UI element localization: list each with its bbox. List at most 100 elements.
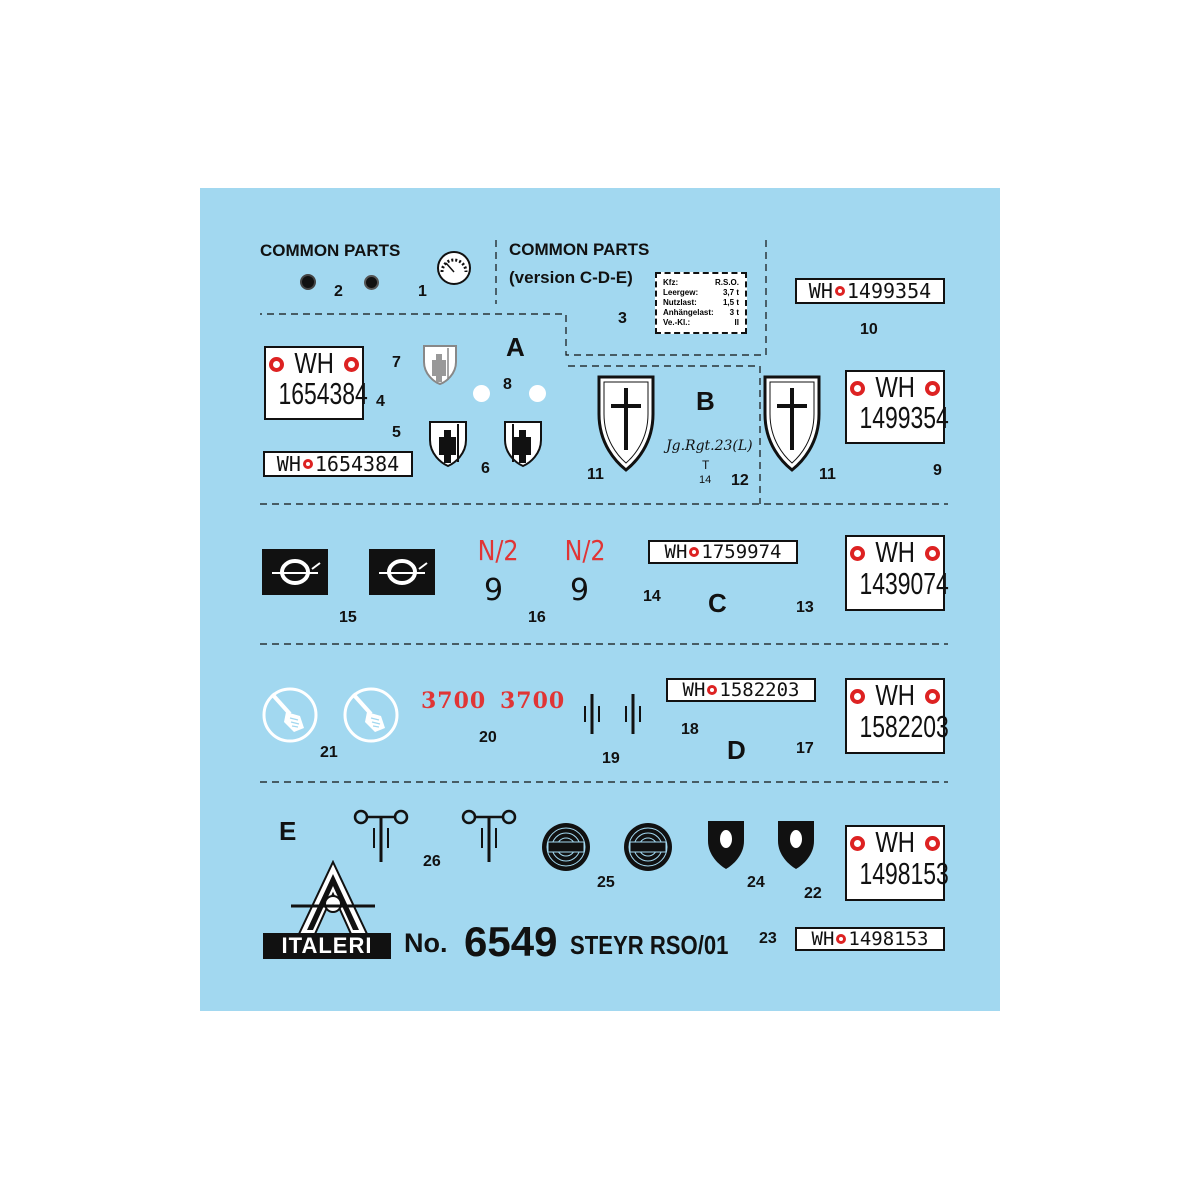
decal-number: 13 xyxy=(796,599,814,616)
tactical-sign-icon xyxy=(584,694,600,734)
data-plate-label: Anhängelast: xyxy=(663,308,714,317)
plate-number: 1499354 xyxy=(846,279,932,303)
decal-number: 11 xyxy=(587,466,604,483)
decal-number: 3 xyxy=(618,310,627,327)
decal-number: 16 xyxy=(528,609,546,626)
white-dot-icon xyxy=(473,385,490,402)
decal-number: 1 xyxy=(418,283,427,300)
decal-number: 12 xyxy=(731,472,749,489)
license-plate-square: WH 1499354 xyxy=(845,370,949,444)
decal-number: 14 xyxy=(643,588,661,605)
decal-number: 24 xyxy=(747,874,765,891)
decal-number: 8 xyxy=(503,376,512,393)
section-letter-c: C xyxy=(708,588,727,618)
seal-icon xyxy=(925,689,941,705)
seal-icon xyxy=(925,380,941,396)
sword-hand-icon xyxy=(262,687,318,743)
decal-number: 14 xyxy=(699,474,712,486)
decal-number: 10 xyxy=(860,321,878,338)
tactical-sign-icon xyxy=(353,809,409,862)
seal-icon xyxy=(849,836,865,852)
data-plate-label: Kfz: xyxy=(663,278,679,287)
decal-sheet: COMMON PARTS COMMON PARTS (version C-D-E… xyxy=(200,188,1000,1011)
decal-number: 5 xyxy=(392,424,401,441)
data-plate-label: Nutzlast: xyxy=(663,298,697,307)
license-plate-square: WH 1582203 xyxy=(845,678,949,754)
kit-number: 6549 xyxy=(464,918,558,965)
plate-number: 1582203 xyxy=(719,679,800,701)
decal-number: 26 xyxy=(423,853,441,870)
sword-hand-icon xyxy=(343,687,399,743)
regiment-marking: Jg.Rgt.23(L) xyxy=(666,438,753,454)
divider-lines xyxy=(260,240,948,783)
license-plate-square: WH 1654384 xyxy=(264,346,368,420)
seal-icon xyxy=(836,934,847,944)
seal-icon xyxy=(689,547,700,557)
unit-number-marking: 9 xyxy=(484,573,504,608)
plate-number: 1582203 xyxy=(859,709,949,745)
seal-icon xyxy=(849,689,865,705)
plate-number: 1439074 xyxy=(859,566,949,602)
license-plate-square: WH 1498153 xyxy=(845,825,949,901)
wheel-symbol-icon xyxy=(262,549,328,595)
shield-knight-icon xyxy=(429,421,467,468)
weight-marking-red: 3700 xyxy=(421,688,487,714)
knob-icon xyxy=(300,274,316,290)
decal-number: 9 xyxy=(933,462,942,479)
unit-marking-red: N/2 xyxy=(564,534,606,567)
regiment-t-marking: T xyxy=(702,458,710,472)
seal-icon xyxy=(925,836,941,852)
decal-number: 25 xyxy=(597,874,615,891)
decal-number: 2 xyxy=(334,283,343,300)
black-shield-icon xyxy=(708,821,744,869)
seal-icon xyxy=(268,356,284,372)
weight-marking-red: 3700 xyxy=(500,688,566,714)
plate-number: 1759974 xyxy=(701,541,782,563)
data-plate-value: 3,7 t xyxy=(722,288,739,297)
plate-prefix: WH xyxy=(808,279,833,303)
cross-shield-icon xyxy=(763,375,821,472)
seal-icon xyxy=(344,356,360,372)
plate-prefix: WH xyxy=(875,371,915,404)
seal-icon xyxy=(849,546,865,562)
kit-number-prefix: No. xyxy=(404,928,448,958)
data-plate-value: 3 t xyxy=(729,308,739,317)
unit-number-marking: 9 xyxy=(570,573,590,608)
section-letter-a: A xyxy=(506,332,525,362)
decal-number: 18 xyxy=(681,721,699,738)
seal-icon xyxy=(849,380,865,396)
cross-shield-icon xyxy=(597,375,655,472)
version-label: (version C-D-E) xyxy=(509,268,633,287)
plate-prefix: WH xyxy=(811,928,835,950)
knob-icon xyxy=(364,275,379,290)
italeri-logo-icon xyxy=(291,860,375,935)
steyr-logo-icon xyxy=(624,823,672,871)
unit-marking-red: N/2 xyxy=(477,534,519,567)
data-plate-value: 1,5 t xyxy=(722,298,739,307)
license-plate-long: WH 1499354 xyxy=(795,278,945,304)
shield-knight-icon xyxy=(504,421,542,468)
decal-number: 11 xyxy=(819,466,836,483)
section-letter-e: E xyxy=(279,816,297,846)
shield-knight-icon xyxy=(423,345,457,386)
wheel-symbol-icon xyxy=(369,549,435,595)
plate-number: 1498153 xyxy=(859,856,949,892)
seal-icon xyxy=(707,685,718,695)
decal-number: 15 xyxy=(339,609,357,626)
decal-number: 17 xyxy=(796,740,814,757)
plate-prefix: WH xyxy=(875,537,915,570)
plate-prefix: WH xyxy=(294,347,334,380)
plate-prefix: WH xyxy=(276,452,301,476)
decal-number: 22 xyxy=(804,885,822,902)
kit-name: STEYR RSO/01 xyxy=(570,930,729,960)
plate-number: 1499354 xyxy=(859,400,949,436)
decal-number: 20 xyxy=(479,729,497,746)
data-plate-label: Ve.-Kl.: xyxy=(663,318,691,327)
decal-number: 23 xyxy=(759,930,777,947)
decal-number: 19 xyxy=(602,750,620,767)
seal-icon xyxy=(834,286,845,296)
decal-number: 4 xyxy=(376,393,385,410)
